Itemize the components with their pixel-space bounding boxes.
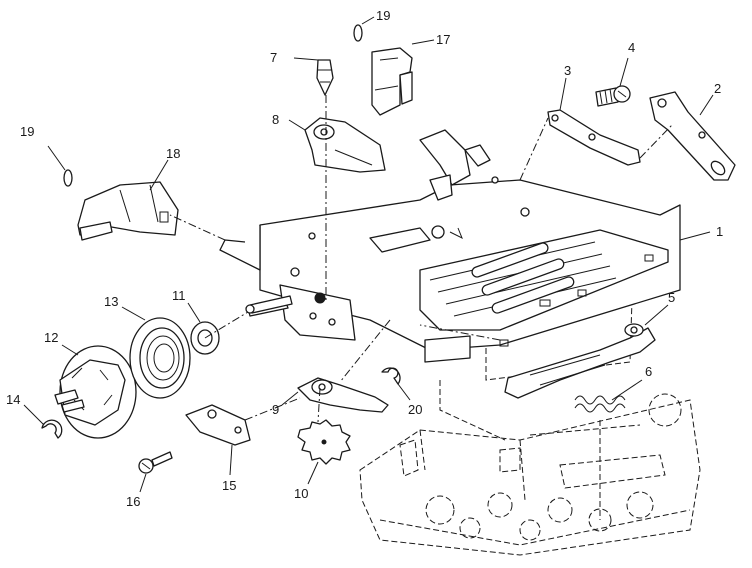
callout-20: 20 bbox=[408, 402, 422, 417]
callout-7: 7 bbox=[270, 50, 277, 65]
callout-6: 6 bbox=[645, 364, 652, 379]
pin-part-7 bbox=[316, 59, 334, 96]
lever-part-8 bbox=[304, 117, 386, 173]
arm-part-2 bbox=[649, 91, 736, 181]
callout-2: 2 bbox=[714, 81, 721, 96]
block-part-17 bbox=[371, 47, 413, 116]
main-frame-part-1 bbox=[219, 129, 681, 363]
callout-19-top: 19 bbox=[376, 8, 390, 23]
callout-10: 10 bbox=[294, 486, 308, 501]
callout-12: 12 bbox=[44, 330, 58, 345]
callout-3: 3 bbox=[564, 63, 571, 78]
e-clip-part-20 bbox=[381, 367, 401, 385]
callout-16: 16 bbox=[126, 494, 140, 509]
plate-part-15 bbox=[185, 404, 251, 446]
callout-14: 14 bbox=[6, 392, 20, 407]
pin-part-19-left bbox=[63, 169, 73, 187]
gear-part-10 bbox=[297, 419, 351, 465]
hub-part-12 bbox=[54, 345, 137, 439]
leader-lines bbox=[23, 16, 714, 493]
callout-17: 17 bbox=[436, 32, 450, 47]
callout-15: 15 bbox=[222, 478, 236, 493]
shaft bbox=[204, 295, 293, 339]
callout-19-left: 19 bbox=[20, 124, 34, 139]
callout-9: 9 bbox=[272, 402, 279, 417]
bracket-part-3 bbox=[547, 109, 641, 166]
callout-5: 5 bbox=[668, 290, 675, 305]
screw-part-4 bbox=[595, 85, 631, 107]
callout-11: 11 bbox=[172, 288, 186, 303]
callout-labels: 1 2 3 4 5 6 7 8 9 10 11 12 13 14 15 16 1… bbox=[6, 8, 723, 509]
callout-13: 13 bbox=[104, 294, 118, 309]
screw-part-16 bbox=[138, 451, 173, 474]
link-arm-part-9 bbox=[297, 377, 389, 413]
spring-part-6 bbox=[574, 395, 626, 413]
callout-1: 1 bbox=[716, 224, 723, 239]
pin-part-19-top bbox=[353, 24, 363, 42]
latch-part-5 bbox=[504, 323, 656, 399]
pulley-part-13 bbox=[129, 317, 191, 399]
bracket-part-18 bbox=[77, 181, 179, 241]
callout-18: 18 bbox=[166, 146, 180, 161]
callout-4: 4 bbox=[628, 40, 635, 55]
e-clip-part-14 bbox=[41, 419, 63, 439]
assembly-axis-lines bbox=[169, 95, 673, 423]
callout-8: 8 bbox=[272, 112, 279, 127]
